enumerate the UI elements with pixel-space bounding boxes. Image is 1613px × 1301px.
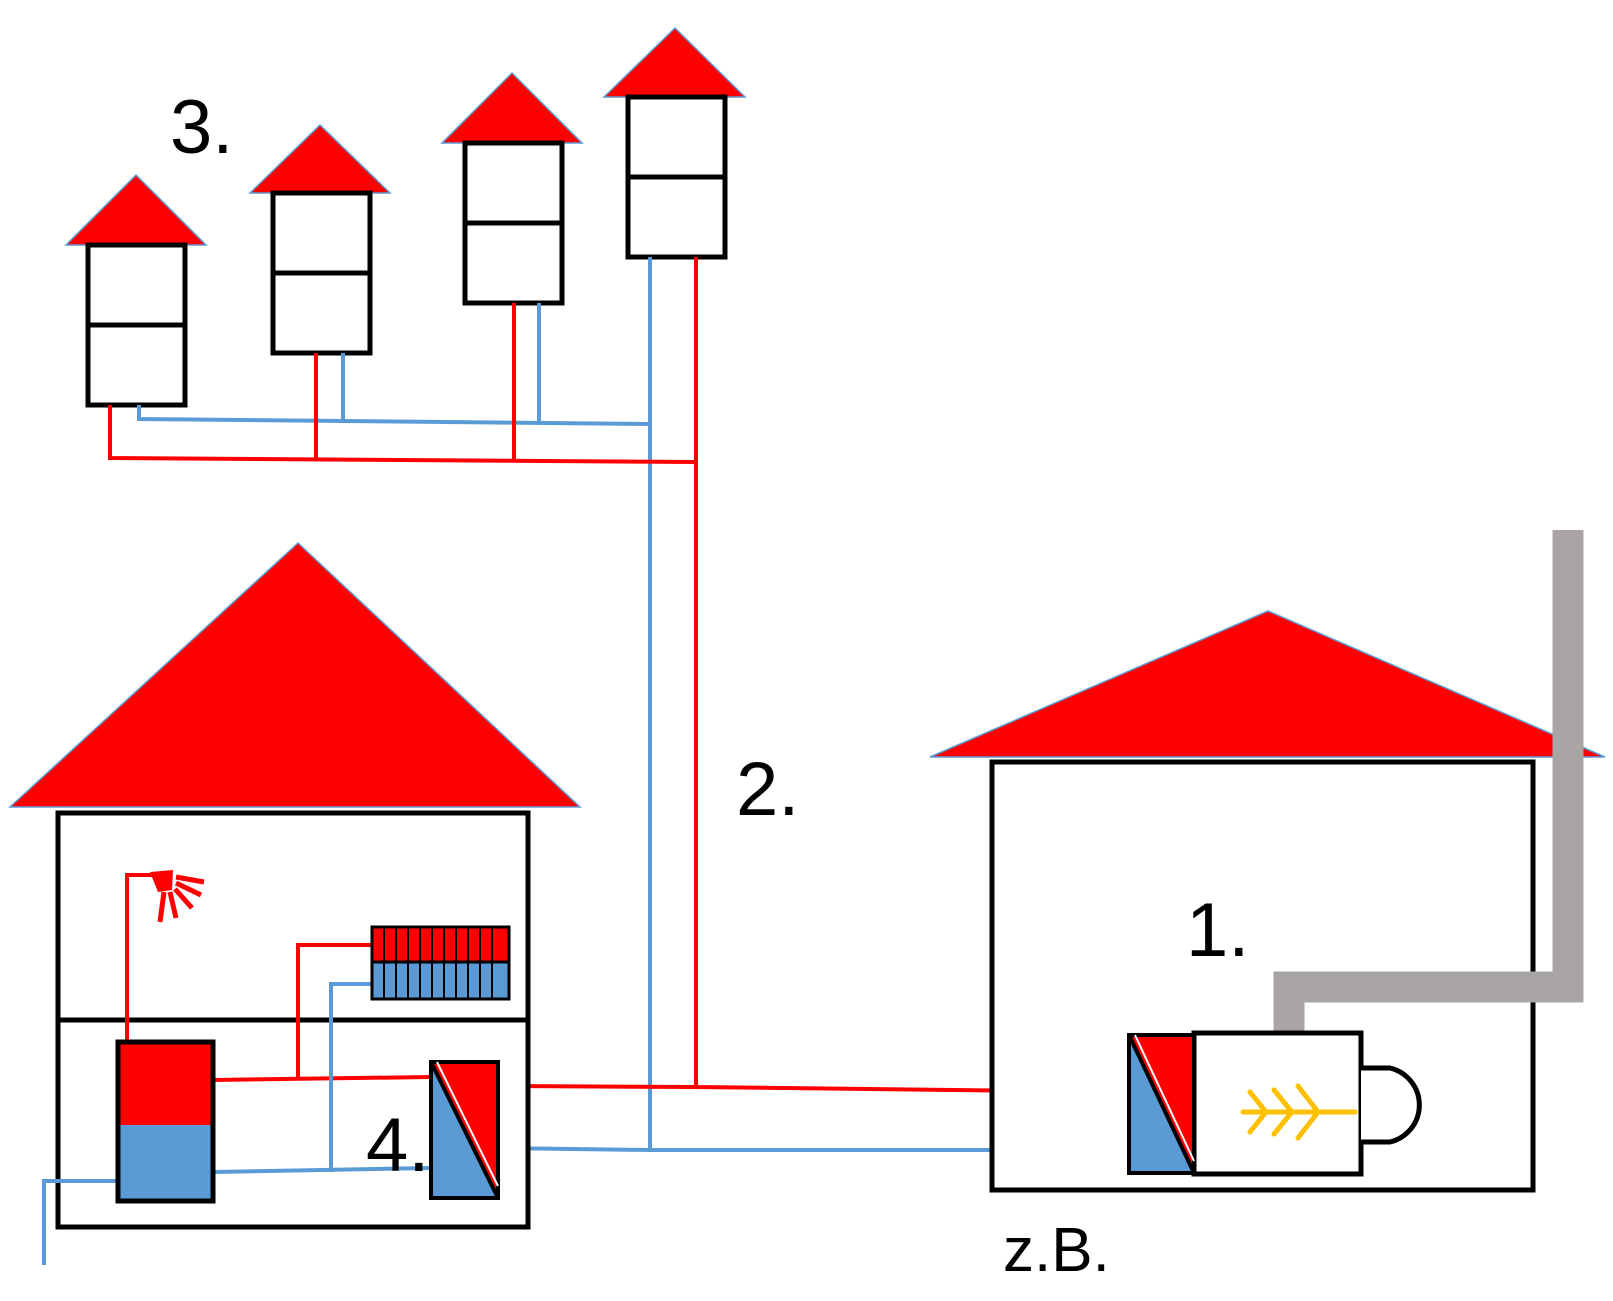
label-1-heating-plant: 1. xyxy=(1186,888,1250,973)
small-house-1 xyxy=(64,173,208,408)
heat-exchanger-plant-icon xyxy=(1127,1033,1196,1175)
small-house-3 xyxy=(440,71,584,306)
supply-pipe-station xyxy=(497,1084,697,1089)
return-pipe-house-1 xyxy=(137,405,651,426)
label-4-transfer-station: 4. xyxy=(366,1103,430,1188)
supply-to-storage-pipe xyxy=(212,1075,432,1082)
small-house-4 xyxy=(602,26,747,260)
cold-water-inlet-pipe xyxy=(42,1179,120,1265)
label-zb: z.B. xyxy=(1003,1216,1110,1285)
small-house-2 xyxy=(248,123,392,356)
supply-pipe-house-1 xyxy=(108,405,697,464)
chimney-flue xyxy=(1273,530,1584,1040)
label-2-network: 2. xyxy=(736,747,800,832)
burner-flame-icon xyxy=(1240,1083,1358,1141)
network-pipes xyxy=(108,257,1130,1152)
boiler-icon xyxy=(1191,1030,1422,1177)
house-internal-pipes xyxy=(42,873,432,1265)
label-3-houses: 3. xyxy=(170,85,234,170)
supply-to-radiator-pipe xyxy=(296,943,372,1080)
return-from-radiator-pipe xyxy=(329,982,372,1172)
return-from-storage-pipe xyxy=(212,1166,432,1174)
storage-tank-icon xyxy=(115,1039,216,1204)
heat-exchanger-house-icon xyxy=(429,1060,500,1200)
hot-water-shower-pipe xyxy=(125,873,155,1042)
shower-head-icon xyxy=(150,870,205,923)
radiator-icon xyxy=(370,925,511,1001)
